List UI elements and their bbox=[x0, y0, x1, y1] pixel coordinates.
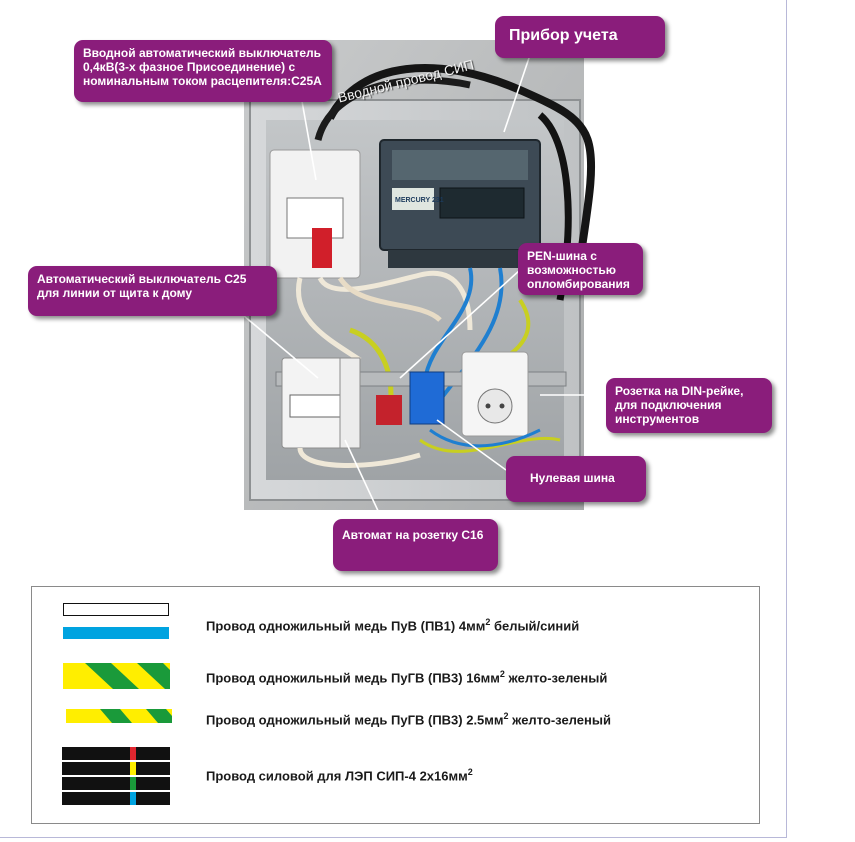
meter-brand-plate bbox=[392, 188, 434, 210]
legend-item-yg25: Провод одножильный медь ПуГВ (ПВ3) 2.5мм… bbox=[32, 709, 759, 729]
legend-text-2: Провод одножильный медь ПуГВ (ПВ3) 16мм2… bbox=[206, 669, 608, 686]
meter-brand-text: MERCURY 231 bbox=[395, 197, 444, 204]
input-breaker-seal bbox=[312, 228, 332, 268]
pointer-meter bbox=[503, 54, 531, 133]
din-socket-pin-right bbox=[499, 403, 505, 409]
panel-photo: MERCURY 231 bbox=[244, 40, 596, 516]
swatch-white-blue-wire bbox=[63, 603, 169, 639]
legend-item-yg16: Провод одножильный медь ПуГВ (ПВ3) 16мм2… bbox=[32, 663, 759, 693]
blue-wire-bottom bbox=[429, 428, 541, 448]
legend-text-1: Провод одножильный медь ПуВ (ПВ1) 4мм2 б… bbox=[206, 617, 580, 634]
pointer-pen-bus bbox=[399, 269, 521, 379]
figure-frame bbox=[0, 0, 787, 838]
pointer-neutral-bus bbox=[436, 419, 507, 471]
pointer-input-breaker bbox=[299, 89, 317, 181]
yellow-green-wire-bottom bbox=[419, 436, 561, 453]
meter-display bbox=[439, 187, 525, 219]
callout-breaker-c25: Автоматический выключатель С25 для линии… bbox=[28, 266, 277, 316]
callout-input-breaker: Вводной автоматический выключатель 0,4кВ… bbox=[74, 40, 332, 102]
swatch-yellow-green-25-wire bbox=[66, 709, 172, 723]
white-wire-2 bbox=[296, 277, 362, 363]
white-wire-3 bbox=[337, 276, 442, 322]
wire-legend: Провод одножильный медь ПуВ (ПВ1) 4мм2 б… bbox=[31, 586, 760, 824]
meter-terminal-cover bbox=[388, 250, 538, 268]
legend-text-3: Провод одножильный медь ПуГВ (ПВ3) 2.5мм… bbox=[206, 711, 611, 728]
blue-wire-1 bbox=[423, 267, 474, 381]
breaker-c16-body bbox=[339, 357, 361, 449]
red-terminal-block bbox=[376, 395, 402, 425]
callout-neutral-bus: Нулевая шина bbox=[506, 456, 646, 502]
pointer-socket-breaker bbox=[344, 439, 381, 516]
callout-din-socket: Розетка на DIN-рейке, для подключения ин… bbox=[606, 378, 772, 433]
din-socket-pin-left bbox=[485, 403, 491, 409]
swatch-yellow-green-16-wire bbox=[63, 663, 170, 689]
sip-cable-1 bbox=[326, 64, 596, 261]
white-wire-bottom bbox=[297, 447, 421, 468]
pen-bus-block bbox=[409, 371, 445, 425]
callout-meter: Прибор учета bbox=[495, 16, 665, 58]
legend-item-white-blue: Провод одножильный медь ПуВ (ПВ1) 4мм2 б… bbox=[32, 603, 759, 643]
meter-top-panel bbox=[392, 150, 528, 180]
legend-item-sip: Провод силовой для ЛЭП СИП-4 2х16мм2 bbox=[32, 747, 759, 807]
legend-text-4: Провод силовой для ЛЭП СИП-4 2х16мм2 bbox=[206, 767, 473, 784]
din-socket-face bbox=[477, 388, 513, 424]
swatch-sip-cable bbox=[62, 747, 170, 805]
callout-socket-breaker: Автомат на розетку С16 bbox=[333, 519, 498, 571]
callout-pen-bus: PEN-шина с возможностью опломбирования bbox=[518, 243, 643, 295]
sip-cable-2 bbox=[314, 76, 471, 141]
